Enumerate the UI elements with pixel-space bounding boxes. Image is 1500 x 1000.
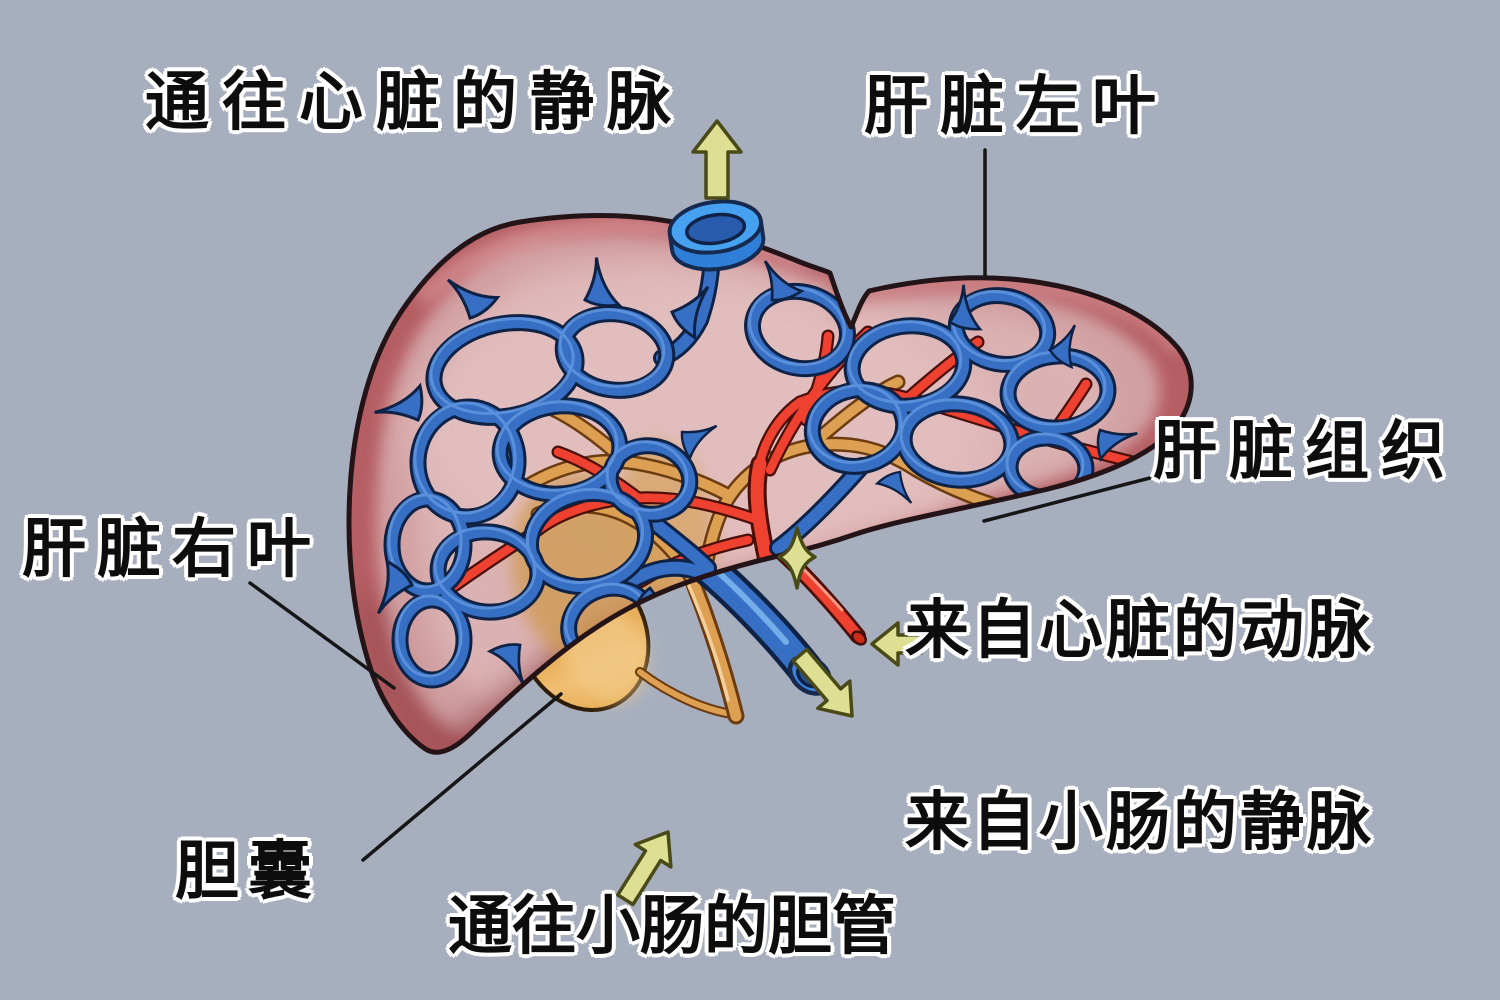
label-gallbladder: 胆囊 — [175, 835, 321, 907]
artery-network — [432, 332, 1158, 602]
liver-body — [349, 216, 1191, 753]
leader-right-lobe — [248, 581, 396, 690]
downleft-arrow-icon — [616, 830, 673, 907]
label-left-lobe: 肝脏左叶 — [864, 70, 1168, 142]
leader-lines — [248, 148, 1152, 862]
label-vein-from-intestine: 来自小肠的静脉 — [905, 786, 1374, 858]
left-arrow-icon — [870, 621, 923, 667]
vena-cava-ring — [667, 199, 766, 272]
label-right-lobe: 肝脏右叶 — [22, 513, 322, 585]
leader-gallbladder — [361, 692, 563, 862]
label-bile-duct: 通往小肠的胆管 — [448, 890, 896, 962]
flow-sparkle-icon — [777, 526, 817, 590]
label-artery-from-heart: 来自心脏的动脉 — [905, 594, 1374, 666]
label-vein-to-heart: 通往心脏的静脉 — [145, 66, 684, 138]
flow-arrows — [616, 119, 923, 907]
common-bile-duct-tube — [635, 575, 745, 725]
label-liver-tissue: 肝脏组织 — [1153, 415, 1457, 487]
up-arrow-icon — [691, 119, 743, 200]
leader-liver-tissue — [982, 476, 1152, 523]
upleft-arrow-icon — [791, 647, 854, 718]
